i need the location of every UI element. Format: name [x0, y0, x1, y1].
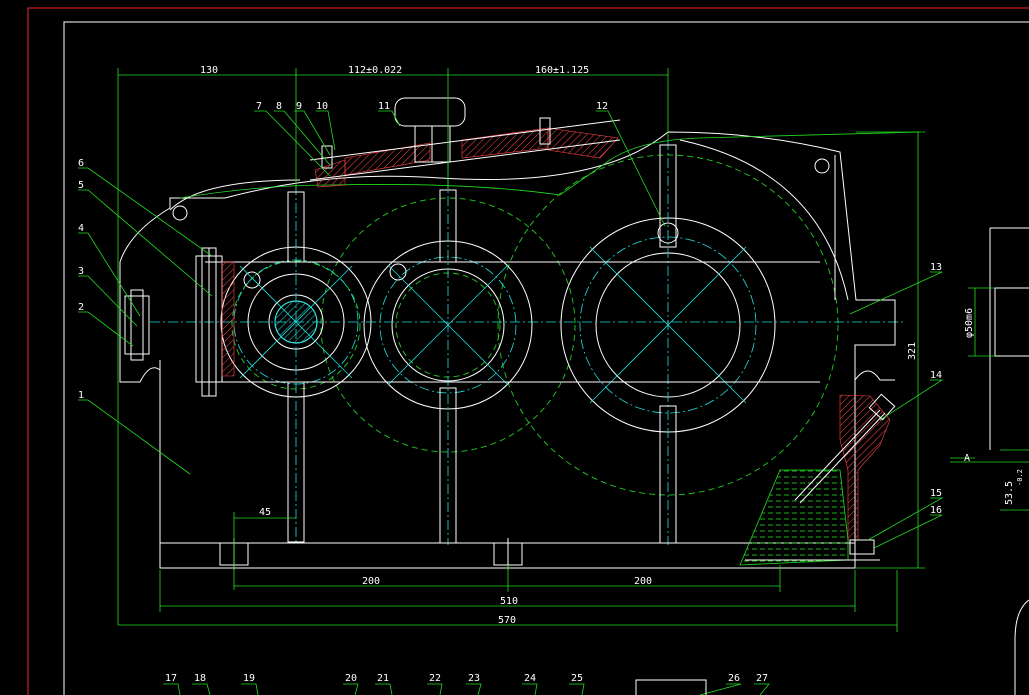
bottom-leaders	[163, 679, 770, 695]
side-view-partial	[950, 227, 1029, 695]
part-label: 11	[378, 101, 390, 112]
part-label: 16	[930, 505, 942, 516]
leader-lines	[78, 110, 944, 549]
dim-53-5: 53.5	[1004, 481, 1015, 505]
part-label: 23	[468, 673, 480, 684]
dim-130: 130	[200, 65, 218, 76]
part-label: 20	[345, 673, 357, 684]
dim-53-5-tol: -0.2	[1016, 469, 1024, 486]
part-label: 12	[596, 101, 608, 112]
part-label: 14	[930, 370, 942, 381]
left-fasteners	[124, 247, 235, 397]
inner-frame	[63, 21, 1029, 695]
part-label: 24	[524, 673, 536, 684]
section-a-label: A	[964, 453, 970, 464]
dim-45: 45	[259, 507, 271, 518]
dimension-text: 130 112±0.022 160±1.125 45 200 200 510 5…	[200, 65, 1024, 626]
part-label: 22	[429, 673, 441, 684]
dim-321: 321	[907, 342, 918, 360]
part-label: 18	[194, 673, 206, 684]
dim-phi50: φ50m6	[964, 308, 975, 338]
part-label: 21	[377, 673, 389, 684]
dim-200-left: 200	[362, 576, 380, 587]
housing	[119, 131, 896, 570]
part-label: 17	[165, 673, 177, 684]
part-label: 2	[78, 302, 84, 313]
outer-frame	[27, 7, 1029, 695]
part-label: 3	[78, 266, 84, 277]
part-label: 13	[930, 262, 942, 273]
cover-flange	[179, 131, 921, 199]
part-label: 19	[243, 673, 255, 684]
dimension-lines	[117, 68, 995, 632]
part-label: 27	[756, 673, 768, 684]
part-label: 4	[78, 223, 84, 234]
dim-570: 570	[498, 615, 516, 626]
inspection-cover	[309, 97, 621, 188]
part-label: 10	[316, 101, 328, 112]
dim-200-right: 200	[634, 576, 652, 587]
dim-510: 510	[500, 596, 518, 607]
part-label: 1	[78, 390, 84, 401]
part-label: 6	[78, 158, 84, 169]
part-label: 26	[728, 673, 740, 684]
dim-112: 112±0.022	[348, 65, 402, 76]
part-label: 8	[276, 101, 282, 112]
gear-circles	[172, 154, 839, 496]
part-labels: 1 2 3 4 5 6 7 8 9 10 11 12 13 14 15 16 1…	[78, 101, 942, 684]
part-label: 9	[296, 101, 302, 112]
oil-sump	[739, 393, 896, 566]
part-label: 7	[256, 101, 262, 112]
center-lines	[150, 140, 905, 545]
part-label: 15	[930, 488, 942, 499]
dim-160: 160±1.125	[535, 65, 589, 76]
part-label: 5	[78, 180, 84, 191]
part-label: 25	[571, 673, 583, 684]
